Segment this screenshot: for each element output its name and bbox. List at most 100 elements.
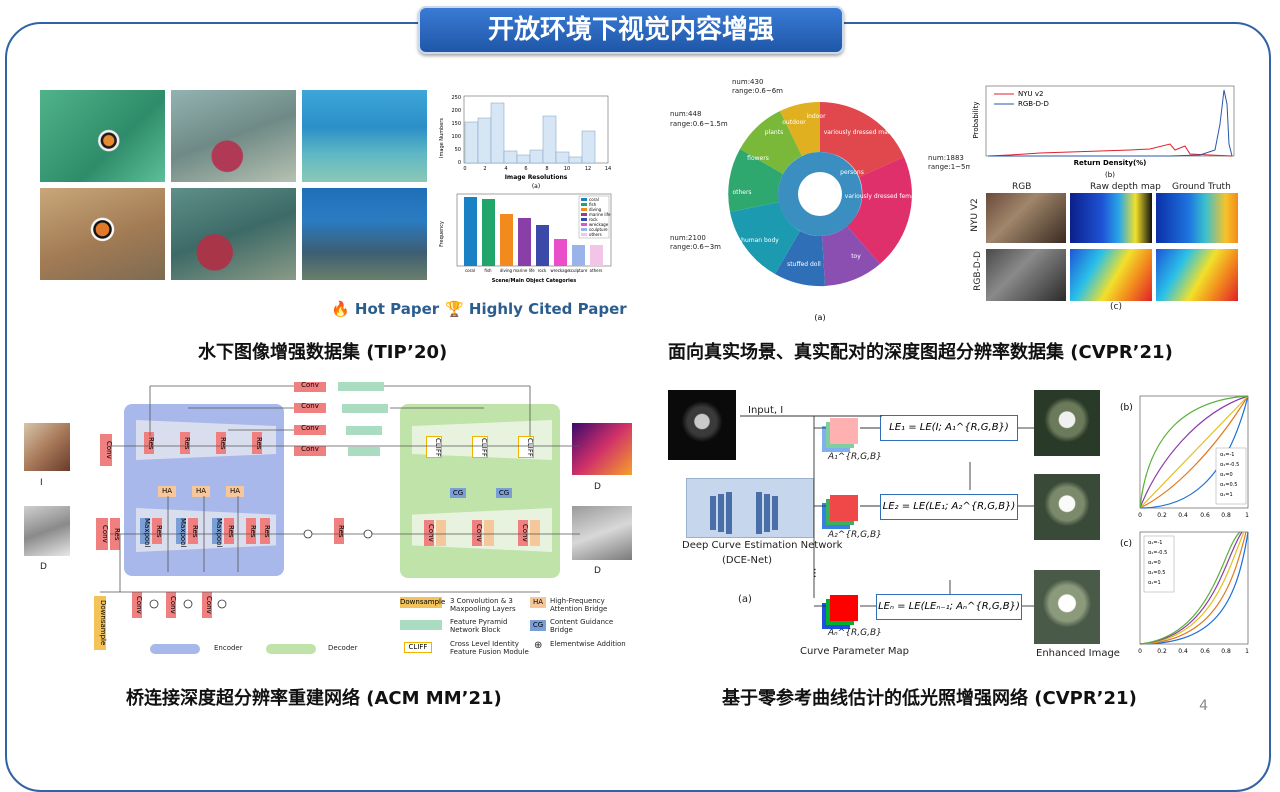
grid-row-nyu: NYU V2 xyxy=(969,198,980,232)
d-lr-label: D xyxy=(40,562,47,572)
category-bar-rock xyxy=(536,225,549,266)
category-bar-sculpture xyxy=(572,245,585,266)
conv-block: Conv xyxy=(472,520,483,546)
curve-c-tick: 0 xyxy=(1138,648,1142,655)
category-legend-item: sculpture xyxy=(589,227,608,232)
dce-net-label: Deep Curve Estimation Network xyxy=(682,540,843,551)
enhanced-image-2 xyxy=(1034,474,1100,540)
curve-map-2 xyxy=(830,495,858,521)
fpn-block xyxy=(342,404,388,413)
histogram-y-tick: 0 xyxy=(458,160,461,166)
res-block: Res xyxy=(252,432,263,454)
histogram-ylabel: Image Numbers xyxy=(439,118,445,158)
shuffle-block xyxy=(484,520,494,546)
legend-encoder-text: Encoder xyxy=(214,644,243,652)
sunburst-annotation: num:430 xyxy=(732,78,763,86)
shuffle-block xyxy=(530,520,540,546)
res-block: Res xyxy=(188,518,199,544)
curve-c-legend-item: α₁=0 xyxy=(1148,560,1161,566)
curve-plot-c-label: (c) xyxy=(1120,539,1132,549)
curve-map-n-label: Aₙ^{R,G,B} xyxy=(828,628,882,638)
depth-dataset-caption: 面向真实场景、真实配对的深度图超分辨率数据集 (CVPR’21) xyxy=(668,342,1173,363)
sunburst-annotation: range:0.6~6m xyxy=(732,87,783,95)
curve-b-5 xyxy=(1139,395,1249,509)
grid-subcaption: (c) xyxy=(1110,302,1122,312)
nyu-v2-line xyxy=(987,143,1233,157)
le2-box: LE₂ = LE(LE₁; A₂^{R,G,B}) xyxy=(880,494,1018,520)
return-density-ylabel: Probability xyxy=(972,101,980,138)
category-tick: diving xyxy=(500,268,513,273)
sunburst-outer-segment xyxy=(820,102,904,177)
fpn-block xyxy=(348,447,380,456)
grid-col-rgb: RGB xyxy=(1012,182,1032,192)
legend-ha-text: High-Frequency Attention Bridge xyxy=(550,597,608,613)
category-bar-others xyxy=(590,245,603,266)
grid-col-raw: Raw depth map xyxy=(1090,182,1161,192)
grid-rgb-rgbdd xyxy=(986,249,1066,301)
histogram-bar xyxy=(490,102,505,164)
sunburst-outer-segment xyxy=(728,149,783,212)
histogram-y-tick: 200 xyxy=(451,108,461,114)
return-density-legend: NYU v2 RGB-D-D xyxy=(994,90,1049,108)
dce-conv-stack xyxy=(710,492,778,534)
curve-param-label: Curve Parameter Map xyxy=(800,646,909,657)
fpn-block xyxy=(346,426,382,435)
conv-block: Conv xyxy=(96,518,109,550)
highly-cited-label: Highly Cited Paper xyxy=(468,300,627,318)
curve-b-4 xyxy=(1139,395,1249,509)
curve-b-3 xyxy=(1139,395,1249,509)
curve-plot-b-x-ticks: 0 0.2 0.4 0.6 0.8 1 xyxy=(1138,512,1249,519)
curve-b-legend-item: α₁=-0.5 xyxy=(1220,462,1239,468)
curve-plot-c-x-ticks: 0 0.2 0.4 0.6 0.8 1 xyxy=(1138,648,1249,655)
vertical-ellipsis-icon: ⋮ xyxy=(810,568,820,579)
sunburst-outer-segment xyxy=(847,157,912,264)
sunburst-annotation: num:1883 xyxy=(928,154,964,162)
cliff-block: CLIFF xyxy=(518,436,534,458)
dce-net-short-label: (DCE-Net) xyxy=(722,555,772,566)
conv-block: Conv xyxy=(424,520,435,546)
depth-lr-input xyxy=(24,506,70,556)
underwater-photo-3 xyxy=(302,90,427,182)
sunburst-label: toy xyxy=(851,253,861,260)
curve-b-legend-item: α₁=0 xyxy=(1220,472,1233,478)
legend-downsample-text: 3 Convolution & 3 Maxpooling Layers xyxy=(450,597,516,613)
curve-map-2-label: A₂^{R,G,B} xyxy=(828,530,882,540)
ha-block: HA xyxy=(158,486,176,497)
enhanced-image-1 xyxy=(1034,390,1100,456)
sunburst-annotation: range:0.6~1.5m xyxy=(670,120,728,128)
sunburst-annotation: num:448 xyxy=(670,110,701,118)
sunburst-outer-segment xyxy=(740,111,802,174)
curve-plot-b-label: (b) xyxy=(1120,403,1133,413)
category-legend-item: marine life xyxy=(589,212,611,217)
histogram-bar xyxy=(568,156,583,164)
legend-fpn-text: Feature Pyramid Network Block xyxy=(450,618,508,634)
highly-cited-badge: 🏆 Highly Cited Paper xyxy=(445,300,627,318)
legend-cliff-text: Cross Level Identity Feature Fusion Modu… xyxy=(450,640,529,656)
sunburst-outer-segment xyxy=(822,226,880,286)
histogram-y-ticks: 0 50 100 150 200 250 xyxy=(451,95,461,166)
curve-c-legend-item: α₁=-0.5 xyxy=(1148,550,1167,556)
hot-paper-label: Hot Paper xyxy=(354,300,440,318)
conv-block: Conv xyxy=(132,592,143,618)
sunburst-annotation: range:1~5m xyxy=(928,163,970,171)
category-legend-item: diving xyxy=(589,207,602,212)
i-hr-label: I xyxy=(40,478,43,488)
category-legend-item: coral xyxy=(589,197,599,202)
legend-ha-swatch: HA xyxy=(530,597,546,608)
slide-title: 开放环境下视觉内容增强 xyxy=(418,6,844,54)
category-tick: others xyxy=(590,268,603,273)
histogram-x-tick: 6 xyxy=(524,166,527,172)
category-legend: coral fish diving marine life rock wreck… xyxy=(578,195,611,239)
curve-plot-c-legend: α₁=-1 α₁=-0.5 α₁=0 α₁=0.5 α₁=1 xyxy=(1143,535,1175,593)
bridge-net-caption: 桥连接深度超分辨率重建网络 (ACM MM’21) xyxy=(126,688,502,709)
d-hr-label: D xyxy=(594,482,601,492)
depth-sr-output xyxy=(572,506,632,560)
res-block: Res xyxy=(144,432,155,454)
histogram-bar xyxy=(464,121,479,164)
sunburst-outer-segment xyxy=(730,202,800,274)
category-legend-item: rock xyxy=(589,217,598,222)
curve-b-tick: 0.2 xyxy=(1157,512,1167,519)
curve-b-2 xyxy=(1139,395,1249,509)
legend-rgbdd: RGB-D-D xyxy=(1018,100,1049,108)
cliff-block: CLIFF xyxy=(472,436,488,458)
